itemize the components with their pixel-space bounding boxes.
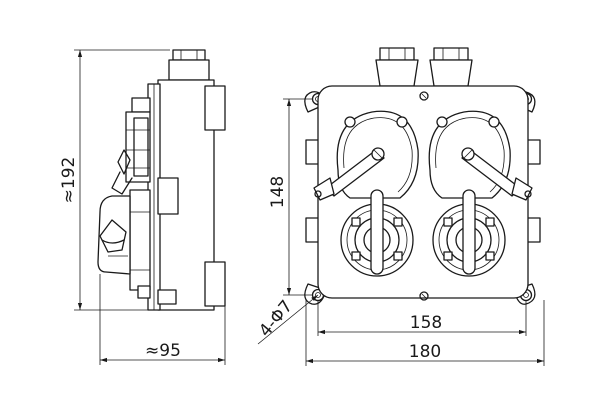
front-cable-gland-right <box>429 47 473 87</box>
side-view: ≈192 ≈95 <box>59 49 226 365</box>
socket-left <box>340 189 414 277</box>
front-cable-gland-left <box>375 47 419 87</box>
side-depth-dimension: ≈95 <box>99 274 226 365</box>
side-front-cover <box>111 97 151 299</box>
front-width-label: 180 <box>409 342 441 362</box>
side-depth-label: ≈95 <box>145 341 181 361</box>
side-ears <box>305 139 541 243</box>
holes-callout: 4-Φ7 <box>255 294 319 345</box>
front-height-label: 148 <box>268 176 288 208</box>
front-height-dimension: 148 <box>268 98 312 296</box>
socket-lid-right <box>428 110 533 201</box>
socket-right <box>432 189 506 277</box>
side-height-label: ≈192 <box>59 157 79 204</box>
socket-lid-left <box>313 110 419 201</box>
front-hole-span-dimension: 158 <box>317 300 527 336</box>
side-main-body <box>147 79 226 311</box>
side-height-dimension: ≈192 <box>59 49 170 311</box>
side-socket-lid <box>97 195 131 275</box>
top-screw <box>419 91 429 101</box>
front-width-dimension: 180 <box>305 300 545 366</box>
bottom-screw <box>419 291 429 301</box>
side-cable-gland <box>168 49 210 81</box>
holes-label: 4-Φ7 <box>255 297 297 341</box>
front-view: 148 4-Φ7 158 180 <box>255 47 545 366</box>
front-hole-span-label: 158 <box>410 313 442 333</box>
